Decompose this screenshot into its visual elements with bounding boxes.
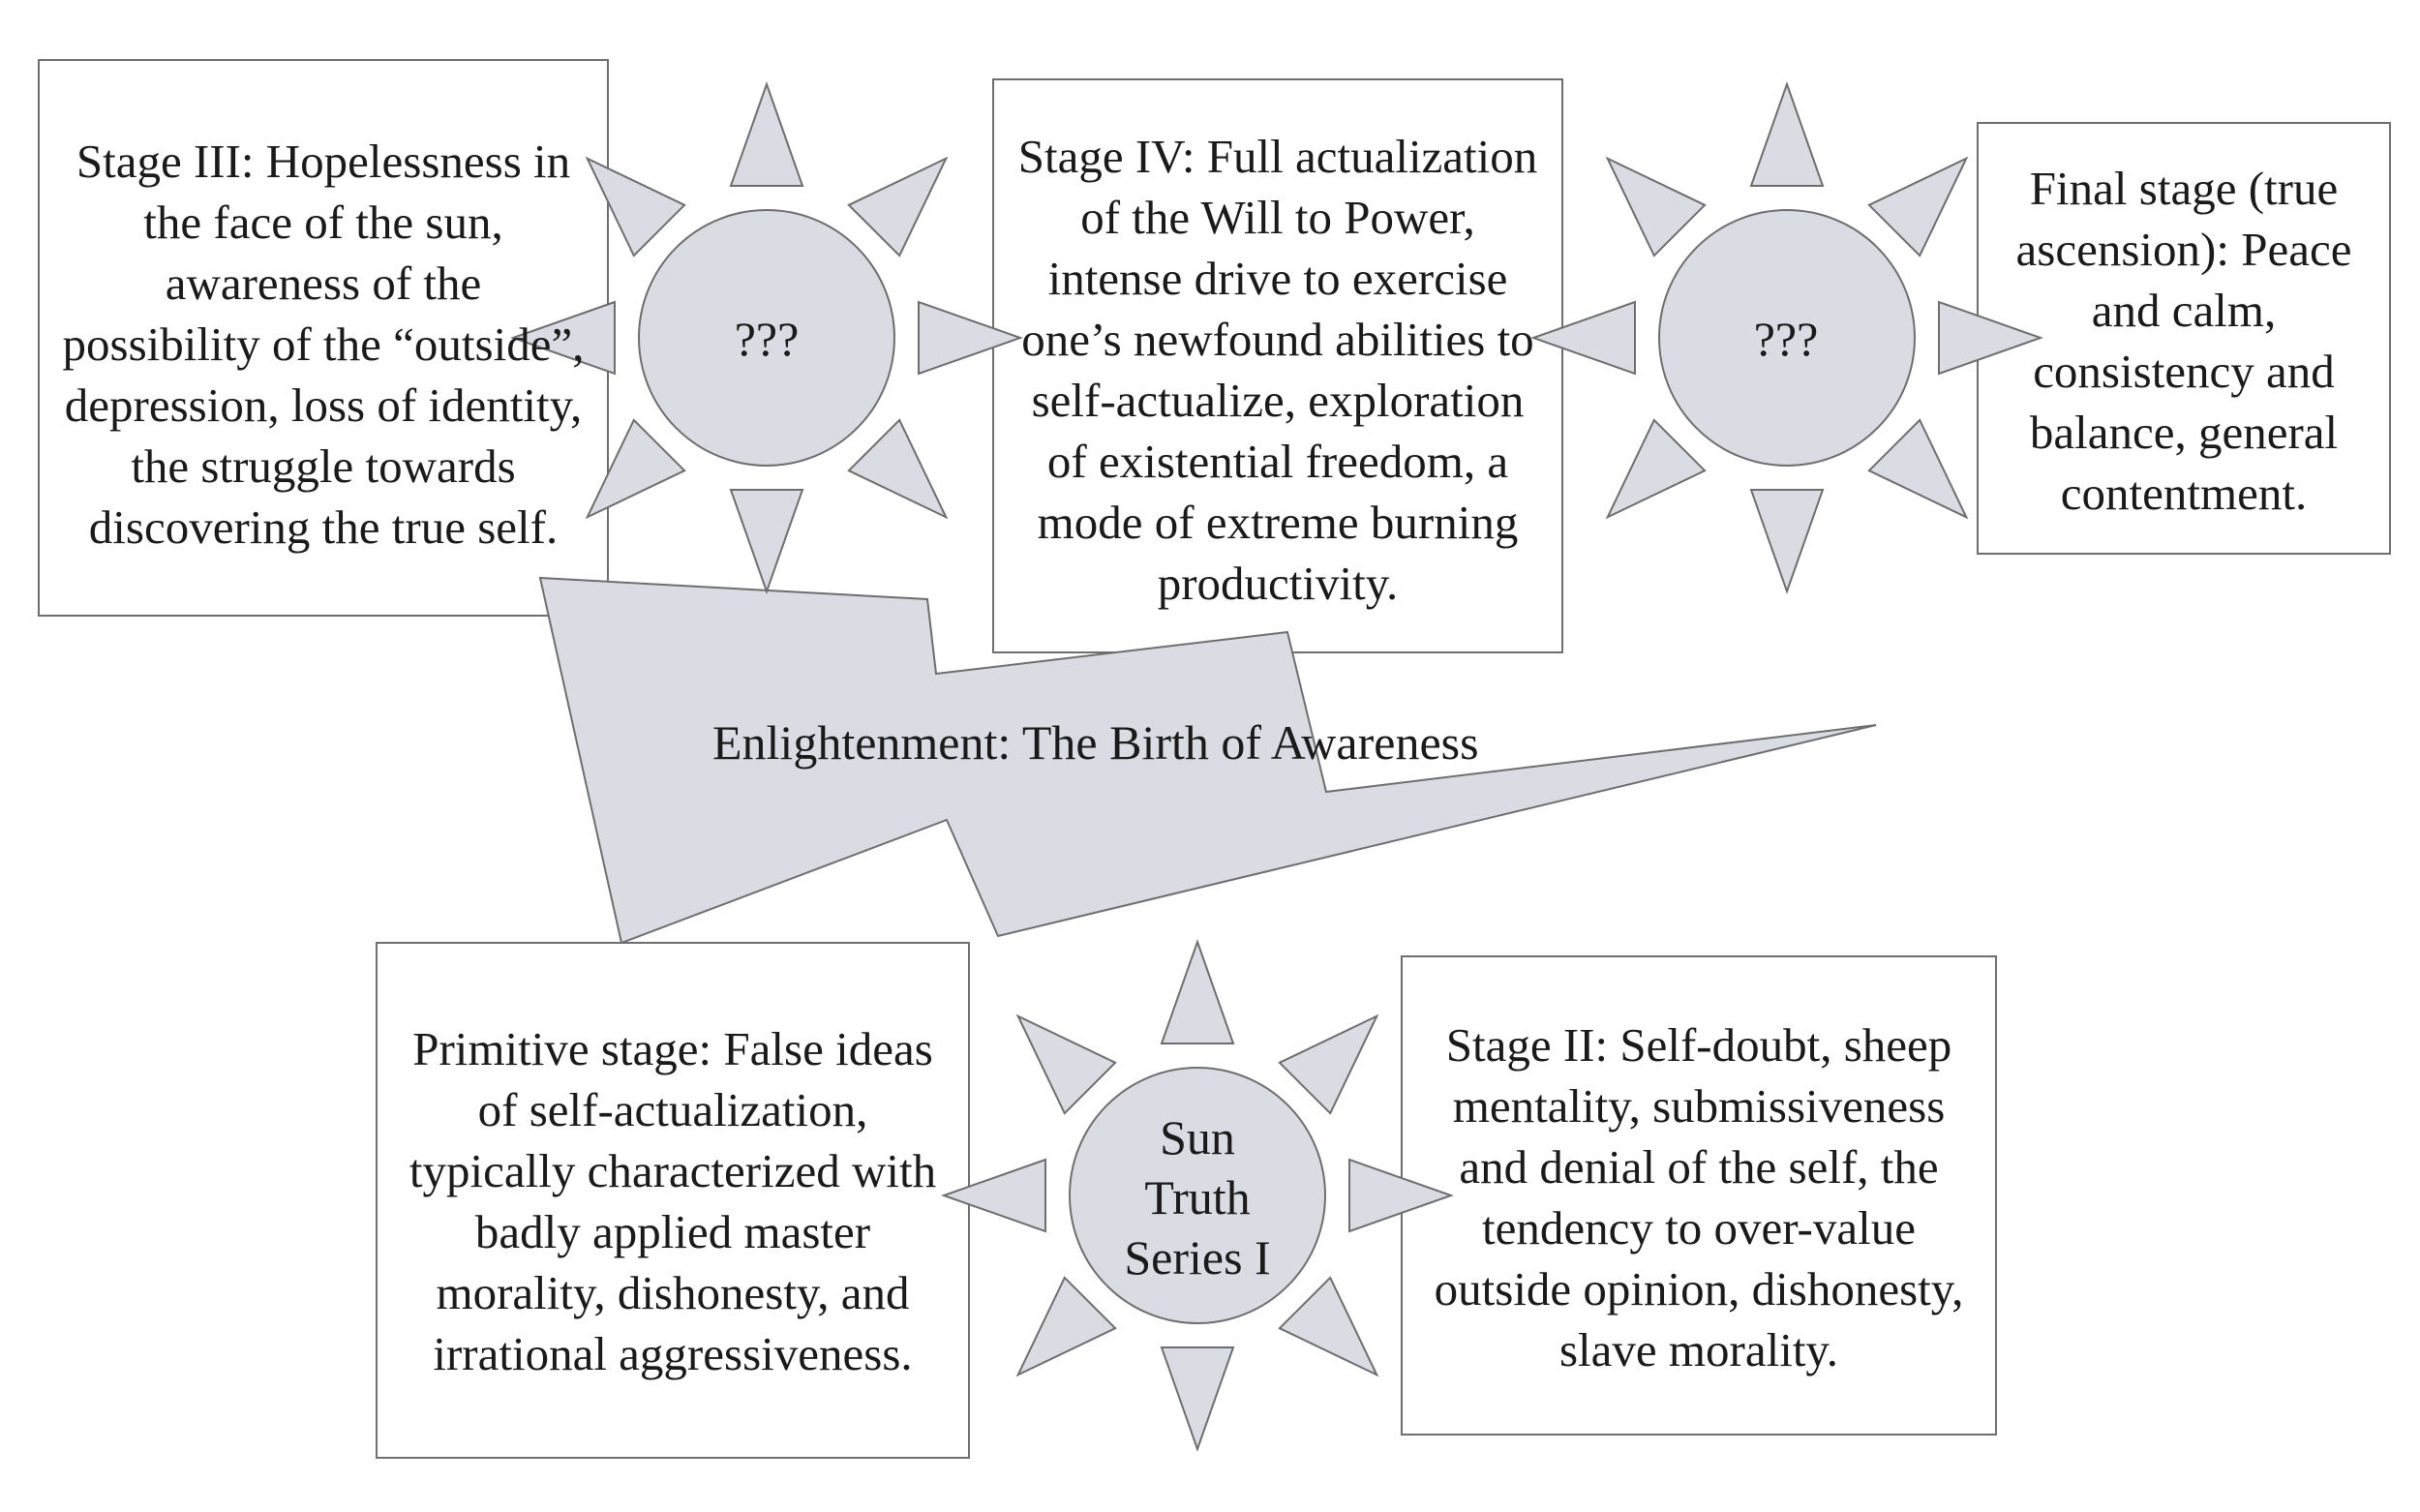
sun-left-top-ray-ne: [847, 156, 949, 257]
stage-3-line: possibility of the “outside”,: [62, 318, 585, 371]
stage-3-line: depression, loss of identity,: [64, 378, 583, 432]
stage-3-line: discovering the true self.: [88, 500, 559, 554]
stage-4-line: productivity.: [1157, 557, 1399, 610]
stage-2-box: [1401, 955, 1997, 1436]
sun-bottom-disc: [1069, 1067, 1326, 1324]
final-stage-line: consistency and: [2033, 345, 2335, 398]
sun-right-top-ray-sw: [1605, 418, 1707, 520]
sun-right-top-ray-n: [1749, 80, 1825, 187]
stage-2-line: and denial of the self, the: [1459, 1140, 1939, 1194]
sun-left-top-ray-se: [847, 418, 949, 520]
final-stage-text: Final stage (true ascension): Peace and …: [1978, 158, 2390, 524]
sun-left-top-ray-e: [918, 300, 1024, 376]
primitive-stage-line: morality, dishonesty, and: [436, 1266, 910, 1319]
final-stage-line: and calm,: [2091, 284, 2277, 337]
stage-4-line: mode of extreme burning: [1037, 496, 1519, 549]
sun-right-top-label: ???: [1689, 309, 1883, 369]
sun-bottom-ray-ne: [1278, 1013, 1379, 1115]
stage-3-line: the face of the sun,: [143, 196, 503, 249]
sun-right-top-ray-s: [1749, 489, 1825, 595]
sun-bottom-shape: [940, 938, 1455, 1453]
sun-right-top-ray-e: [1938, 300, 2044, 376]
sun-bottom-label: Sun Truth Series I: [1101, 1107, 1294, 1287]
stage-4-line: intense drive to exercise: [1047, 252, 1508, 305]
sun-bottom-ray-e: [1348, 1158, 1455, 1233]
primitive-stage-line: of self-actualization,: [477, 1083, 868, 1136]
sun-right-top-ray-nw: [1605, 156, 1707, 257]
sun-left-top-ray-s: [729, 489, 804, 595]
sun-bottom-ray-nw: [1015, 1013, 1117, 1115]
stage-4-line: self-actualize, exploration: [1031, 374, 1525, 427]
stage-3-line: Stage III: Hopelessness in: [76, 135, 571, 188]
sun-bottom-ray-s: [1160, 1346, 1235, 1453]
stage-2-line: tendency to over-value: [1482, 1201, 1916, 1255]
sun-bottom-ray-n: [1160, 938, 1235, 1044]
stage-3-line: the struggle towards: [131, 439, 516, 493]
sun-right-top-ray-se: [1867, 418, 1969, 520]
enlightenment-label: Enlightenment: The Birth of Awareness: [712, 715, 1479, 770]
sun-bottom-ray-w: [940, 1158, 1046, 1233]
stage-2-line: outside opinion, dishonesty,: [1434, 1262, 1964, 1315]
sun-right-top-shape: [1529, 80, 2044, 595]
primitive-stage-box: [376, 942, 970, 1459]
stage-2-line: mentality, submissiveness: [1452, 1079, 1946, 1133]
stage-2-line: Stage II: Self-doubt, sheep: [1445, 1018, 1952, 1072]
stage-4-line: Stage IV: Full actualization: [1017, 130, 1538, 183]
sun-bottom-ray-sw: [1015, 1276, 1117, 1377]
final-stage-line: balance, general: [2029, 406, 2339, 459]
sun-right-top-ray-ne: [1867, 156, 1969, 257]
stage-2-line: slave morality.: [1558, 1323, 1839, 1376]
stage-4-line: one’s newfound abilities to: [1021, 313, 1534, 366]
stage-4-text: Stage IV: Full actualization of the Will…: [991, 126, 1564, 614]
sun-bottom-ray-se: [1278, 1276, 1379, 1377]
sun-left-top-label: ???: [670, 309, 863, 369]
sun-right-top-disc: [1658, 209, 1916, 467]
stage-4-line: of the Will to Power,: [1080, 191, 1475, 244]
stage-3-text: Stage III: Hopelessness in the face of t…: [35, 131, 612, 558]
sun-left-top-ray-nw: [585, 156, 686, 257]
enlightenment-bolt-arrow: [538, 576, 1877, 945]
stage-3-line: awareness of the: [165, 257, 482, 310]
sun-left-top-disc: [638, 209, 895, 467]
primitive-stage-text: Primitive stage: False ideas of self-act…: [377, 1018, 969, 1384]
primitive-stage-line: Primitive stage: False ideas: [412, 1022, 933, 1075]
sun-bottom-line: Sun: [1160, 1110, 1235, 1164]
final-stage-box: [1977, 122, 2391, 555]
sun-left-top-ray-sw: [585, 418, 686, 520]
primitive-stage-line: badly applied master: [474, 1205, 871, 1258]
sun-right-top-ray-w: [1529, 300, 1636, 376]
primitive-stage-line: typically characterized with: [408, 1144, 937, 1197]
sun-left-top-shape: [509, 80, 1024, 595]
stage-4-box: [992, 78, 1563, 653]
final-stage-line: contentment.: [2060, 467, 2308, 520]
stage-4-line: of existential freedom, a: [1046, 435, 1509, 488]
final-stage-line: ascension): Peace: [2015, 223, 2352, 276]
stage-2-text: Stage II: Self-doubt, sheep mentality, s…: [1402, 1014, 1996, 1380]
sun-left-top-line: ???: [734, 312, 800, 366]
primitive-stage-line: irrational aggressiveness.: [433, 1327, 913, 1380]
final-stage-line: Final stage (true: [2029, 162, 2339, 215]
sun-bottom-line: Series I: [1124, 1230, 1271, 1285]
sun-left-top-ray-w: [509, 300, 616, 376]
sun-right-top-line: ???: [1753, 312, 1819, 366]
sun-left-top-ray-n: [729, 80, 804, 187]
sun-bottom-line: Truth: [1144, 1170, 1251, 1225]
